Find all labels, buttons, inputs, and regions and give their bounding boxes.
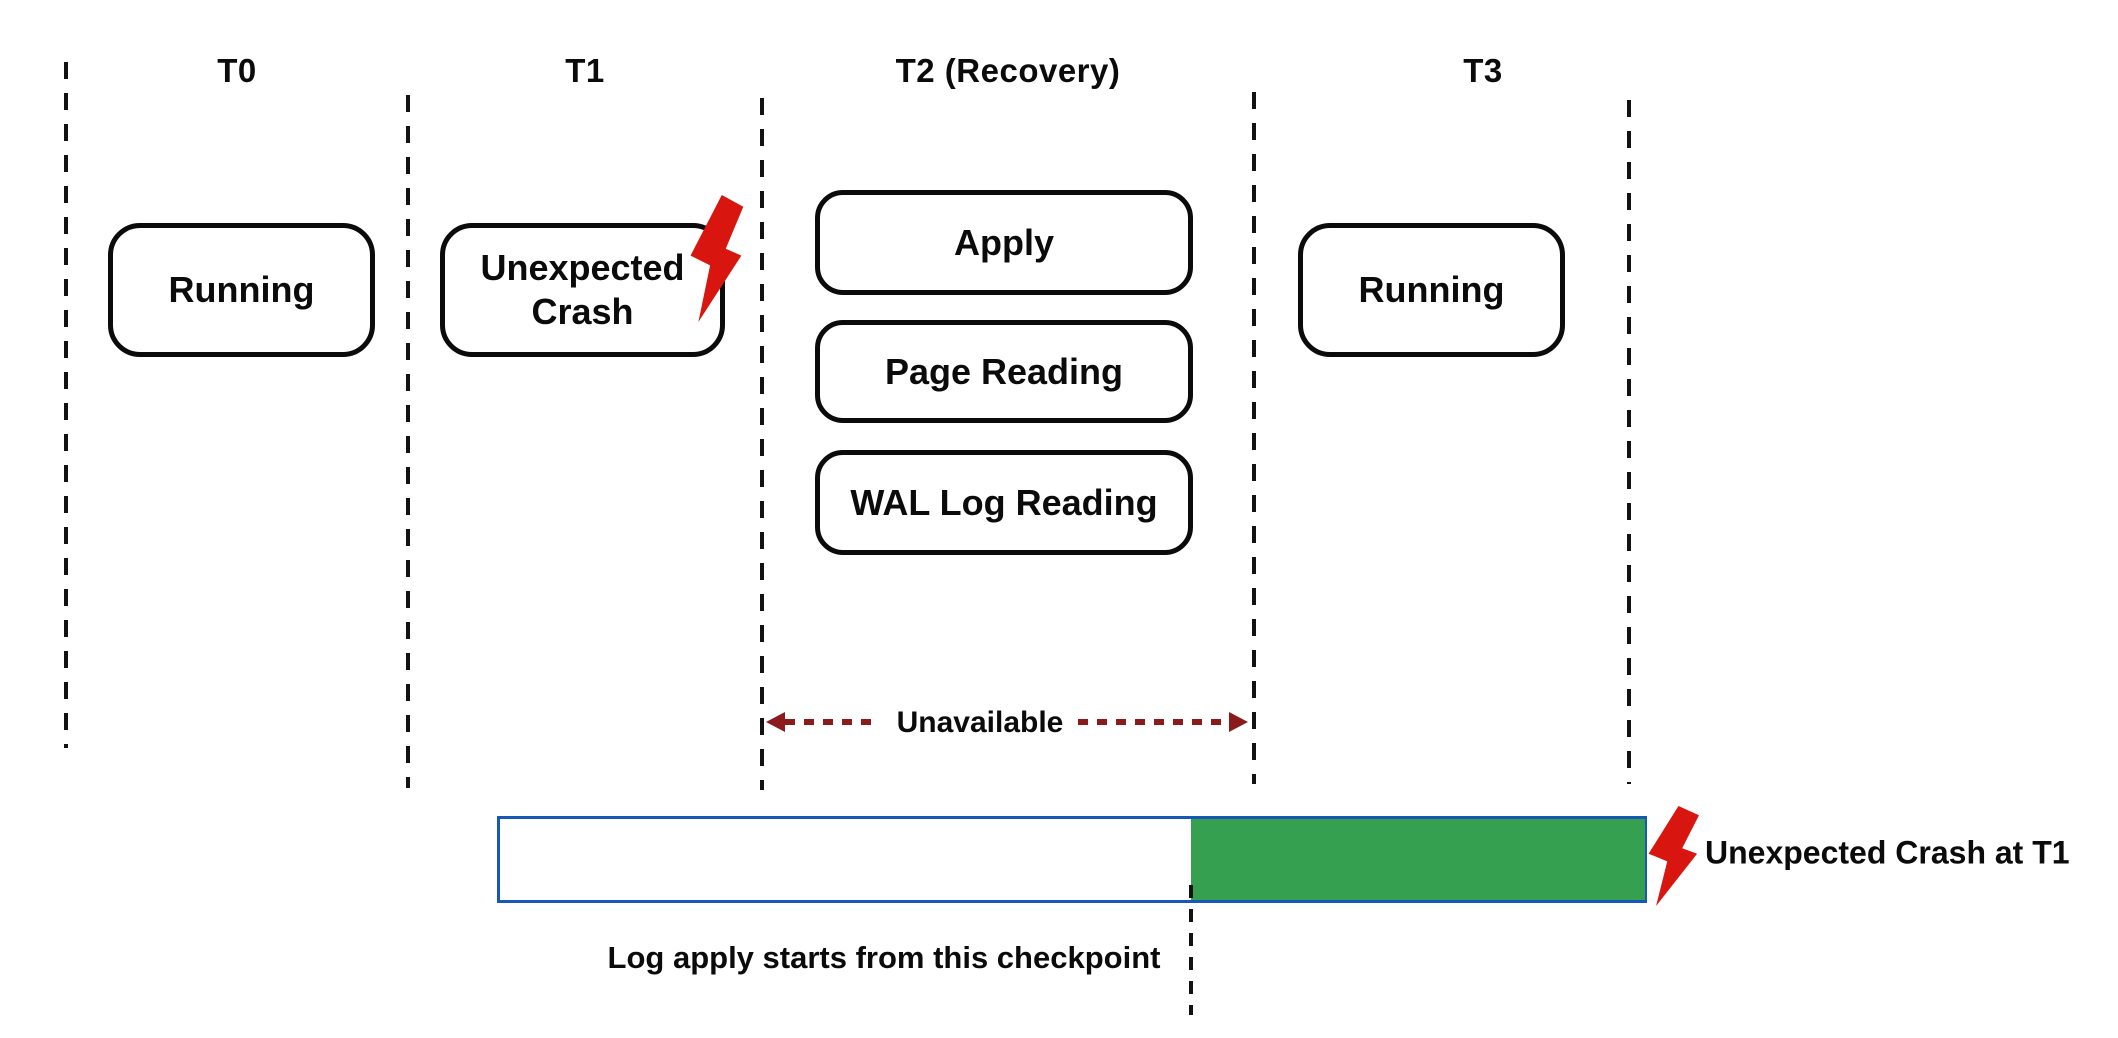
- timeline-separator-1: [64, 62, 68, 748]
- timeline-label-t3: T3: [1463, 52, 1503, 89]
- checkpoint-note: Log apply starts from this checkpoint: [607, 940, 1161, 975]
- arrowhead-right-icon: [1229, 712, 1248, 732]
- node-running-t3-label: Running: [1358, 269, 1505, 310]
- checkpoint-marker-line: [1189, 885, 1193, 1015]
- node-apply-label: Apply: [953, 221, 1054, 263]
- unavailable-arrow-right-dashes: [1078, 719, 1230, 725]
- node-running-t0: Running: [108, 223, 375, 357]
- timeline-label-t2: T2 (Recovery): [895, 52, 1121, 89]
- node-wal-log-reading: WAL Log Reading: [815, 450, 1193, 555]
- node-running-t0-label: Running: [168, 269, 315, 310]
- node-running-t3: Running: [1298, 223, 1565, 357]
- crash-at-t1-note: Unexpected Crash at T1: [1705, 834, 2070, 871]
- timeline-label-t0: T0: [217, 52, 257, 89]
- timeline-separator-4: [1252, 92, 1256, 784]
- timeline-separator-2: [406, 95, 410, 788]
- timeline-separator-3: [760, 98, 764, 790]
- node-apply: Apply: [815, 190, 1193, 295]
- arrowhead-left-icon: [766, 712, 785, 732]
- timeline-label-t1: T1: [565, 52, 605, 89]
- timeline-separator-5: [1627, 100, 1631, 784]
- unavailable-label: Unavailable: [896, 706, 1064, 739]
- node-wal-log-reading-label: WAL Log Reading: [850, 481, 1158, 523]
- unavailable-arrow-left-dashes: [785, 719, 880, 725]
- lightning-bolt-icon: [1648, 806, 1699, 906]
- checkpoint-bar-applied-segment: [1191, 819, 1645, 900]
- lightning-bolt-icon: [690, 195, 744, 322]
- node-page-reading: Page Reading: [815, 320, 1193, 423]
- node-page-reading-label: Page Reading: [884, 350, 1124, 392]
